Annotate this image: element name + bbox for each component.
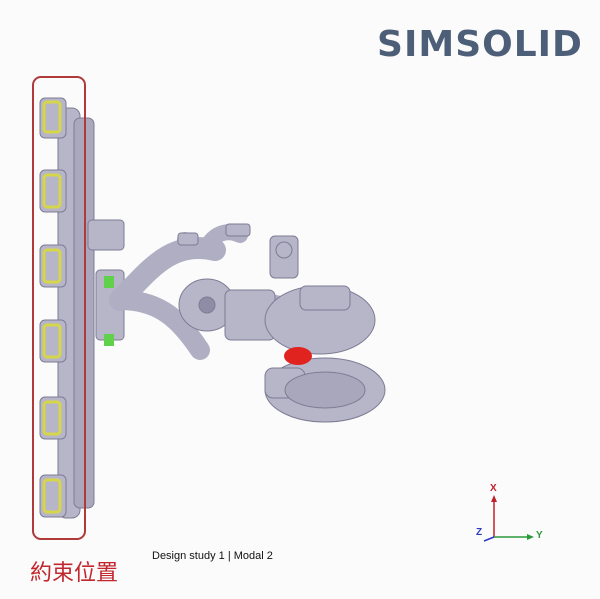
connector-markers [104, 276, 114, 346]
constraint-markers [42, 100, 62, 514]
z-axis-label: Z [476, 527, 483, 538]
design-study-label: Design study 1 | Modal 2 [152, 550, 273, 562]
center-housing [177, 223, 299, 341]
y-axis-label: Y [536, 530, 543, 541]
axis-triad[interactable]: X Y Z [468, 483, 548, 555]
turbocharger [264, 285, 386, 423]
constraint-highlight-box [32, 76, 86, 540]
simsolid-logo: SIMSOLID [377, 24, 583, 65]
constraint-location-label: 約束位置 [30, 561, 119, 586]
x-axis-label: X [490, 483, 497, 494]
z-axis-icon [483, 536, 495, 542]
load-marker [284, 347, 312, 365]
